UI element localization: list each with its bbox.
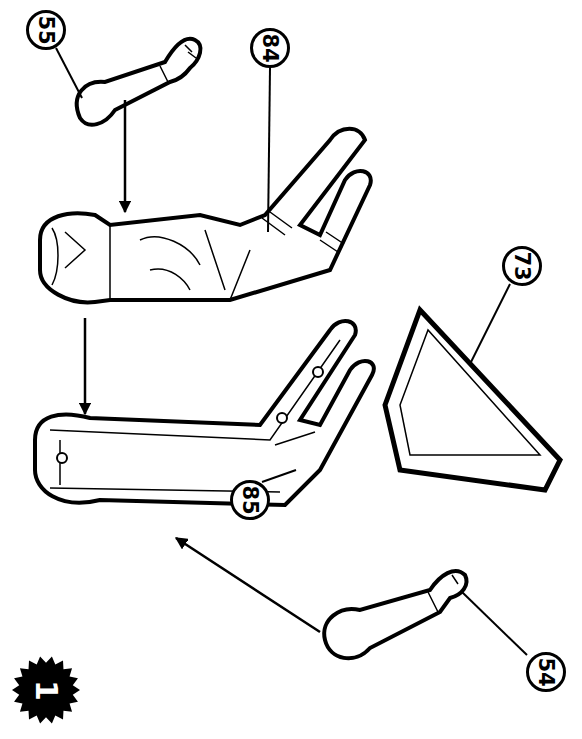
step-number: 1 — [29, 680, 64, 701]
seat-back-detail — [50, 340, 340, 492]
leader-line — [462, 592, 527, 655]
callout-text: 85 — [238, 485, 262, 514]
callout-text: 55 — [34, 15, 58, 44]
assembly-arrow — [124, 100, 127, 212]
callout-text: 54 — [534, 657, 558, 686]
callout-text: 73 — [510, 251, 534, 280]
arm-part — [324, 571, 466, 658]
pin-hole — [277, 413, 287, 423]
arm-detail — [428, 575, 458, 612]
torso-detail — [52, 212, 344, 300]
callout-number: 55 — [26, 10, 66, 50]
seat-detail — [400, 330, 540, 455]
arm-part — [77, 39, 201, 125]
callout-text: 84 — [258, 33, 282, 62]
leader-line — [56, 48, 82, 98]
pin-hole — [313, 367, 323, 377]
torso-part — [40, 129, 371, 303]
assembly-arrow — [84, 318, 87, 414]
seat-part — [385, 310, 560, 490]
leader-line — [262, 470, 296, 482]
callout-number: 54 — [526, 652, 566, 692]
arm-detail — [160, 45, 196, 82]
leader-line — [470, 284, 510, 364]
assembly-arrow — [176, 538, 320, 632]
step-badge: 1 — [12, 656, 80, 724]
callout-number: 85 — [230, 480, 270, 520]
callout-number: 84 — [250, 28, 290, 68]
callout-number: 73 — [502, 246, 542, 286]
leader-line — [268, 68, 270, 232]
pin-hole — [57, 453, 67, 463]
